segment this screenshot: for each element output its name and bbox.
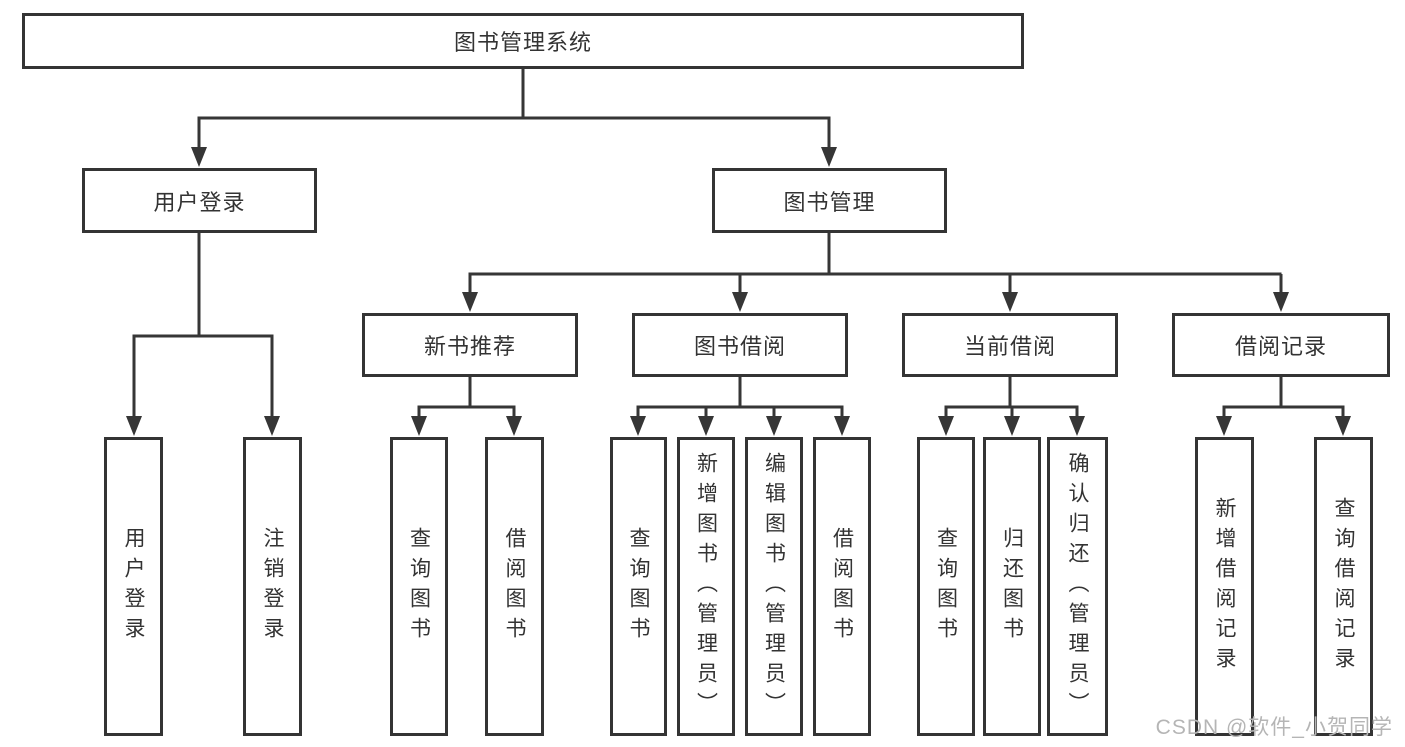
leaf-add-book-admin: 新增图书（管理员） [677,437,735,736]
leaf-query-books-current: 查询图书 [917,437,975,736]
node-book-borrow: 图书借阅 [632,313,848,377]
leaf-add-borrow-record: 新增借阅记录 [1195,437,1254,736]
leaf-edit-book-admin: 编辑图书（管理员） [745,437,803,736]
leaf-query-books-recommend: 查询图书 [390,437,448,736]
leaf-return-book: 归还图书 [983,437,1041,736]
node-borrow-records: 借阅记录 [1172,313,1390,377]
csdn-watermark: CSDN @软件_小贺同学 [1155,716,1393,739]
leaf-logout: 注销登录 [243,437,302,736]
node-root: 图书管理系统 [22,13,1024,69]
leaf-user-login: 用户登录 [104,437,163,736]
leaf-query-books-borrow: 查询图书 [610,437,667,736]
leaf-query-borrow-record: 查询借阅记录 [1314,437,1373,736]
node-new-book-recommend: 新书推荐 [362,313,578,377]
node-current-borrow: 当前借阅 [902,313,1118,377]
leaf-borrow-books-recommend: 借阅图书 [485,437,544,736]
node-book-management: 图书管理 [712,168,947,233]
node-user-login: 用户登录 [82,168,317,233]
leaf-borrow-books: 借阅图书 [813,437,871,736]
leaf-confirm-return-admin: 确认归还（管理员） [1047,437,1108,736]
